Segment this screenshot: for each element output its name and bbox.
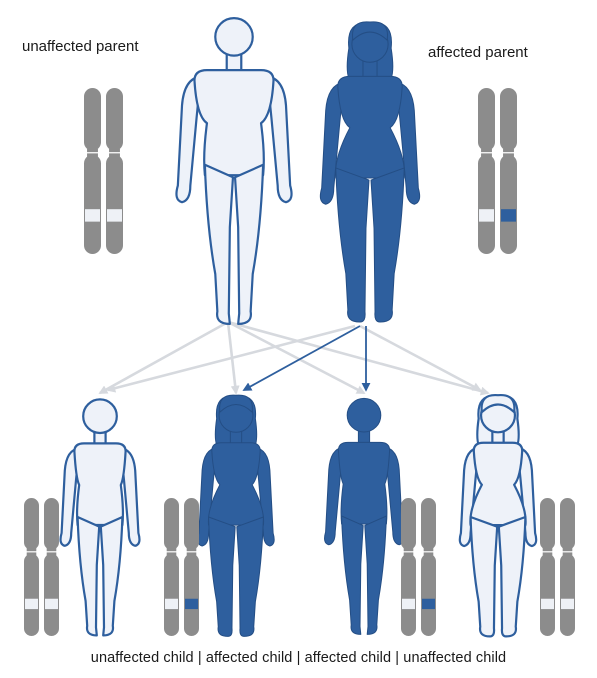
child-figure-2 — [198, 395, 274, 636]
chromosome-arm — [540, 554, 555, 636]
inheritance-arrow-unaffected — [108, 326, 355, 390]
chromosome-arm — [560, 498, 575, 550]
affected-parent-label: affected parent — [428, 44, 528, 61]
chromosome-arm — [24, 554, 39, 636]
chromosome-arm — [184, 554, 199, 636]
chromosome-arm — [401, 498, 416, 550]
normal-allele-band — [85, 209, 100, 221]
affected-parent-chromosomes — [478, 88, 517, 254]
children-caption: unaffected child | affected child | affe… — [0, 650, 597, 666]
chromosome-arm — [478, 155, 495, 254]
normal-allele-band — [107, 209, 122, 221]
separator: | — [391, 650, 403, 666]
inheritance-arrow-unaffected — [228, 322, 364, 393]
mutated-allele-band — [422, 599, 435, 609]
unaffected-parent-label: unaffected parent — [22, 38, 138, 55]
chromosome-arm — [44, 554, 59, 636]
normal-allele-band — [25, 599, 38, 609]
normal-allele-band — [45, 599, 58, 609]
affected-parent-figure — [320, 22, 419, 322]
child-chromosomes-1 — [24, 498, 59, 636]
unaffected-parent-figure — [176, 18, 291, 324]
inheritance-arrow-unaffected — [360, 326, 480, 390]
unaffected-parent-chromosomes — [84, 88, 123, 254]
inheritance-arrow-unaffected — [100, 322, 228, 393]
separator: | — [194, 650, 206, 666]
chromosome-arm — [106, 88, 123, 151]
mutated-allele-band — [185, 599, 198, 609]
normal-allele-band — [479, 209, 494, 221]
chromosome-arm — [44, 498, 59, 550]
normal-allele-band — [541, 599, 554, 609]
child-label-4: unaffected child — [403, 650, 506, 666]
mutated-allele-band — [501, 209, 516, 221]
child-figure-3 — [325, 398, 404, 634]
chromosome-arm — [164, 498, 179, 550]
separator: | — [292, 650, 304, 666]
chromosome-arm — [421, 498, 436, 550]
child-label-1: unaffected child — [91, 650, 194, 666]
chromosome-arm — [540, 498, 555, 550]
normal-allele-band — [165, 599, 178, 609]
chromosome-arm — [401, 554, 416, 636]
child-figure-1 — [61, 399, 140, 635]
chromosome-arm — [84, 155, 101, 254]
chromosome-arm — [478, 88, 495, 151]
chromosome-arm — [500, 155, 517, 254]
child-label-2: affected child — [206, 650, 293, 666]
normal-allele-band — [402, 599, 415, 609]
child-label-3: affected child — [305, 650, 392, 666]
chromosome-arm — [184, 498, 199, 550]
chromosome-arm — [84, 88, 101, 151]
chromosome-arm — [106, 155, 123, 254]
chromosome-arm — [164, 554, 179, 636]
chromosome-arm — [421, 554, 436, 636]
normal-allele-band — [561, 599, 574, 609]
chromosome-arm — [560, 554, 575, 636]
child-chromosomes-2 — [164, 498, 199, 636]
inheritance-arrow-unaffected — [228, 322, 488, 393]
child-figure-4 — [460, 395, 536, 636]
child-chromosomes-4 — [540, 498, 575, 636]
chromosome-arm — [24, 498, 39, 550]
chromosome-arm — [500, 88, 517, 151]
child-chromosomes-3 — [401, 498, 436, 636]
